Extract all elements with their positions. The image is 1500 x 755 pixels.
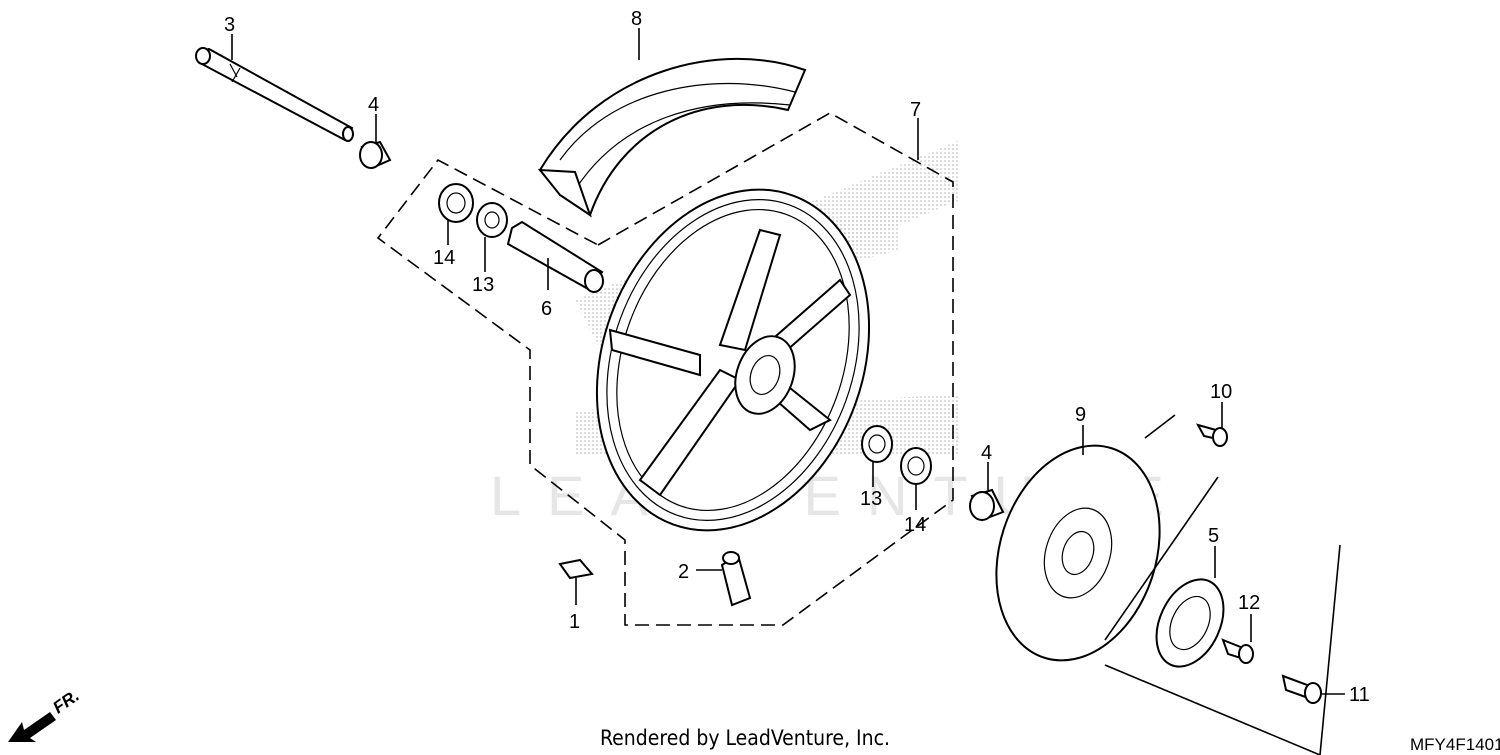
front-direction-label: FR. — [49, 686, 82, 717]
callout-13: 13 — [860, 488, 882, 510]
render-credit: Rendered by LeadVenture, Inc. — [600, 726, 890, 750]
callout-11: 11 — [1349, 684, 1370, 706]
balance-weight — [558, 558, 594, 580]
callout-1: 1 — [569, 611, 580, 633]
callout-8: 8 — [631, 8, 642, 30]
callout-12: 12 — [1238, 592, 1260, 614]
callout-2: 2 — [678, 561, 689, 583]
bearing-right — [900, 447, 932, 485]
flange-bolt — [1281, 674, 1322, 704]
dust-seal-right — [861, 425, 893, 463]
dust-seal-left — [476, 202, 508, 238]
callout-3: 3 — [224, 14, 235, 36]
callout-10: 10 — [1210, 381, 1232, 403]
callout-4: 4 — [981, 442, 992, 464]
callout-14: 14 — [904, 514, 926, 536]
leader-lines — [231, 28, 1345, 695]
brake-disc — [995, 444, 1161, 662]
front-axle — [195, 47, 354, 142]
front-wheel — [595, 188, 871, 532]
bearing-left — [438, 183, 474, 223]
arrow-down-left-icon — [8, 712, 56, 742]
assembly-boundary — [376, 112, 954, 626]
disc-bolt — [1195, 423, 1228, 447]
pulser-ring-boundary — [1104, 414, 1341, 755]
tire-valve — [720, 551, 752, 607]
side-collar-right — [969, 488, 1005, 522]
tire — [537, 57, 807, 218]
side-collar-upper — [359, 140, 392, 170]
callout-9: 9 — [1075, 404, 1086, 426]
distance-collar — [506, 220, 604, 293]
callout-4: 4 — [368, 94, 379, 116]
callout-6: 6 — [541, 298, 552, 320]
callout-5: 5 — [1208, 525, 1219, 547]
diagram-code: MFY4F1401 — [1410, 735, 1500, 754]
pulser-ring — [1155, 578, 1225, 668]
callout-13: 13 — [472, 274, 494, 296]
pulser-screw — [1221, 638, 1254, 664]
callout-14: 14 — [433, 247, 455, 269]
callout-7: 7 — [910, 99, 921, 121]
